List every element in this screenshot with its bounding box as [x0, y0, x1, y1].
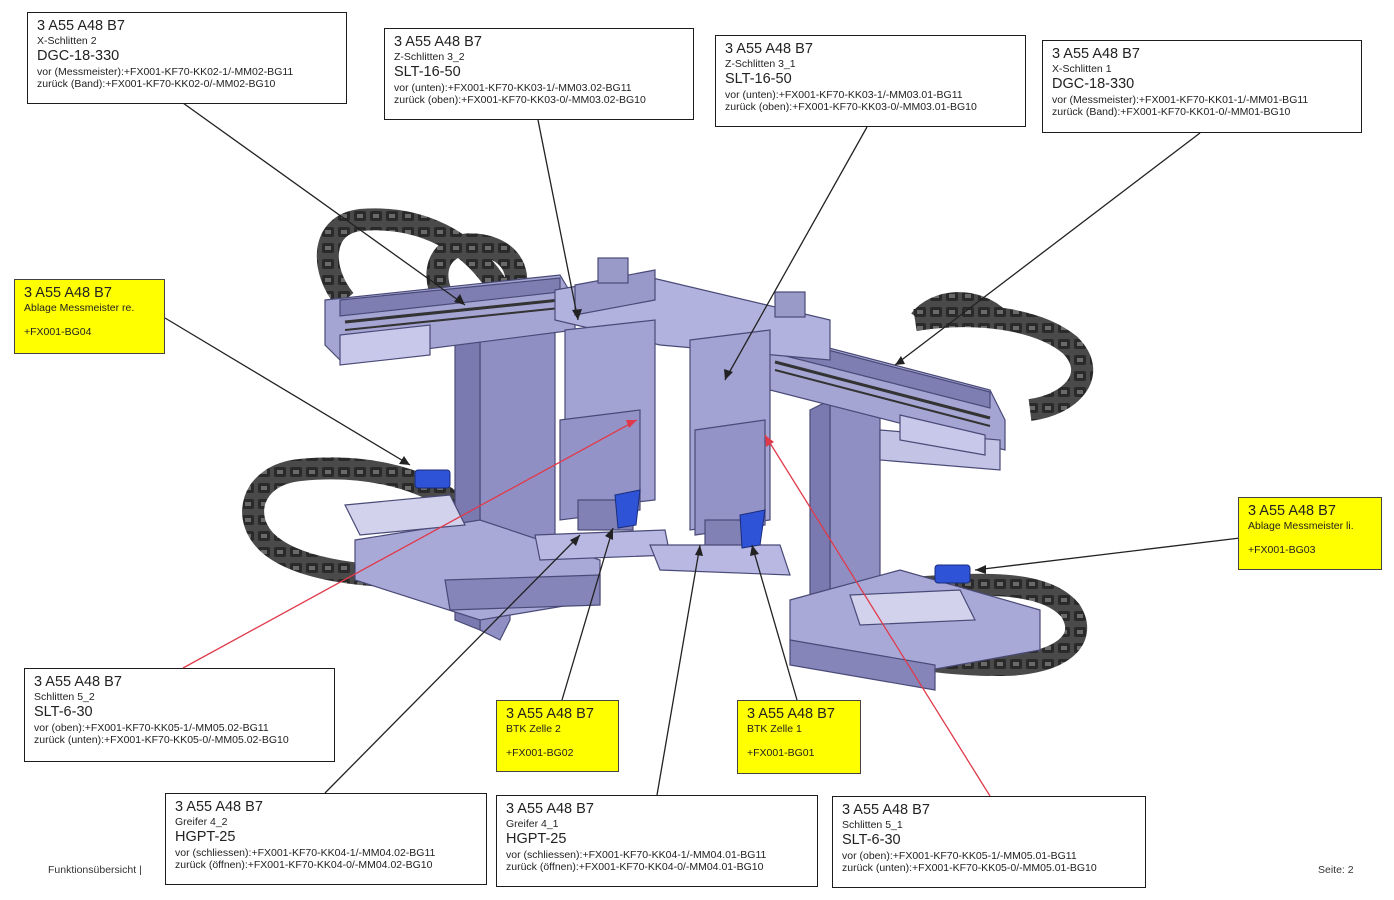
callout-line-zurueck: zurück (oben):+FX001-KF70-KK03-0/-MM03.0… [725, 100, 977, 113]
callout-title: 3 A55 A48 B7 [842, 802, 930, 818]
callout-title: 3 A55 A48 B7 [506, 706, 594, 722]
callout-title: 3 A55 A48 B7 [506, 801, 594, 817]
leader-arrowheads-red [626, 420, 774, 447]
callout-subtitle: Ablage Messmeister re. [24, 302, 135, 315]
callout-line-vor: vor (unten):+FX001-KF70-KK03-1/-MM03.02-… [394, 81, 632, 94]
footer-title: Funktionsübersicht [48, 864, 137, 876]
leader-lines-red [182, 419, 991, 797]
callout-subtitle: X-Schlitten 2 [37, 35, 97, 48]
callout-line-zurueck: zurück (öffnen):+FX001-KF70-KK04-0/-MM04… [175, 858, 433, 871]
callout-line-zurueck: zurück (Band):+FX001-KF70-KK02-0/-MM02-B… [37, 77, 276, 90]
callout-z-schlitten-3-1: 3 A55 A48 B7 Z-Schlitten 3_1 SLT-16-50 v… [715, 35, 1026, 127]
callout-z-schlitten-3-2: 3 A55 A48 B7 Z-Schlitten 3_2 SLT-16-50 v… [384, 28, 694, 120]
callout-type: DGC-18-330 [1052, 76, 1135, 93]
callout-x-schlitten-1: 3 A55 A48 B7 X-Schlitten 1 DGC-18-330 vo… [1042, 40, 1362, 133]
callout-line-vor: vor (unten):+FX001-KF70-KK03-1/-MM03.01-… [725, 88, 963, 101]
callout-greifer-4-1: 3 A55 A48 B7 Greifer 4_1 HGPT-25 vor (sc… [496, 795, 818, 887]
callout-line-zurueck: zurück (unten):+FX001-KF70-KK05-0/-MM05.… [842, 861, 1097, 874]
callout-schlitten-5-1: 3 A55 A48 B7 Schlitten 5_1 SLT-6-30 vor … [832, 796, 1146, 888]
callout-title: 3 A55 A48 B7 [1052, 46, 1140, 62]
callout-line-vor: vor (oben):+FX001-KF70-KK05-1/-MM05.02-B… [34, 721, 269, 734]
leader-lines-black [164, 102, 1241, 796]
callout-line-vor: vor (Messmeister):+FX001-KF70-KK02-1/-MM… [37, 65, 294, 78]
cable-chain-top-right [911, 292, 1094, 421]
callout-subtitle: Schlitten 5_1 [842, 819, 903, 832]
callout-subtitle: Z-Schlitten 3_1 [725, 58, 796, 71]
callout-title: 3 A55 A48 B7 [175, 799, 263, 815]
callout-title: 3 A55 A48 B7 [394, 34, 482, 50]
callout-type: SLT-6-30 [842, 832, 901, 849]
callout-btk-zelle-1: 3 A55 A48 B7 BTK Zelle 1 +FX001-BG01 [737, 700, 861, 774]
callout-line-zurueck: zurück (oben):+FX001-KF70-KK03-0/-MM03.0… [394, 93, 646, 106]
callout-title: 3 A55 A48 B7 [37, 18, 125, 34]
callout-subtitle: Z-Schlitten 3_2 [394, 51, 465, 64]
callout-subtitle: Ablage Messmeister li. [1248, 520, 1354, 533]
callout-subtitle: BTK Zelle 2 [506, 723, 561, 736]
callout-ablage-messmeister-li: 3 A55 A48 B7 Ablage Messmeister li. +FX0… [1238, 497, 1382, 570]
cable-chain-bottom-left [242, 457, 478, 588]
callout-title: 3 A55 A48 B7 [747, 706, 835, 722]
callout-title: 3 A55 A48 B7 [1248, 503, 1336, 519]
callout-title: 3 A55 A48 B7 [24, 285, 112, 301]
cable-chain-top-left [316, 208, 528, 308]
callout-title: 3 A55 A48 B7 [725, 41, 813, 57]
callout-line-zurueck: zurück (öffnen):+FX001-KF70-KK04-0/-MM04… [506, 860, 764, 873]
callout-line-vor: vor (Messmeister):+FX001-KF70-KK01-1/-MM… [1052, 93, 1309, 106]
callout-line-vor: vor (oben):+FX001-KF70-KK05-1/-MM05.01-B… [842, 849, 1077, 862]
footer-page: Seite: 2 [1318, 864, 1354, 876]
callout-line-vor: vor (schliessen):+FX001-KF70-KK04-1/-MM0… [506, 848, 767, 861]
callout-type: DGC-18-330 [37, 48, 120, 65]
leader-arrowheads [399, 294, 986, 574]
callout-subtitle: X-Schlitten 1 [1052, 63, 1112, 76]
valve-parts [414, 469, 971, 584]
callout-type: SLT-16-50 [725, 71, 792, 88]
callout-tag: +FX001-BG01 [747, 747, 815, 760]
callout-title: 3 A55 A48 B7 [34, 674, 122, 690]
callout-subtitle: Greifer 4_2 [175, 816, 228, 829]
callout-type: HGPT-25 [506, 831, 567, 848]
callout-type: SLT-16-50 [394, 64, 461, 81]
callout-btk-zelle-2: 3 A55 A48 B7 BTK Zelle 2 +FX001-BG02 [496, 700, 619, 772]
callout-x-schlitten-2: 3 A55 A48 B7 X-Schlitten 2 DGC-18-330 vo… [27, 12, 347, 104]
callout-ablage-messmeister-re: 3 A55 A48 B7 Ablage Messmeister re. +FX0… [14, 279, 165, 354]
footer-separator: | [139, 864, 142, 876]
callout-greifer-4-2: 3 A55 A48 B7 Greifer 4_2 HGPT-25 vor (sc… [165, 793, 487, 885]
callout-type: HGPT-25 [175, 829, 236, 846]
callout-tag: +FX001-BG04 [24, 326, 92, 339]
callout-schlitten-5-2: 3 A55 A48 B7 Schlitten 5_2 SLT-6-30 vor … [24, 668, 335, 762]
callout-tag: +FX001-BG02 [506, 747, 574, 760]
callout-line-zurueck: zurück (unten):+FX001-KF70-KK05-0/-MM05.… [34, 733, 289, 746]
footer-left: Funktionsübersicht | [48, 864, 142, 876]
callout-line-zurueck: zurück (Band):+FX001-KF70-KK01-0/-MM01-B… [1052, 105, 1291, 118]
callout-subtitle: Greifer 4_1 [506, 818, 559, 831]
callout-subtitle: BTK Zelle 1 [747, 723, 802, 736]
callout-type: SLT-6-30 [34, 704, 93, 721]
callout-tag: +FX001-BG03 [1248, 544, 1316, 557]
callout-subtitle: Schlitten 5_2 [34, 691, 95, 704]
callout-line-vor: vor (schliessen):+FX001-KF70-KK04-1/-MM0… [175, 846, 436, 859]
